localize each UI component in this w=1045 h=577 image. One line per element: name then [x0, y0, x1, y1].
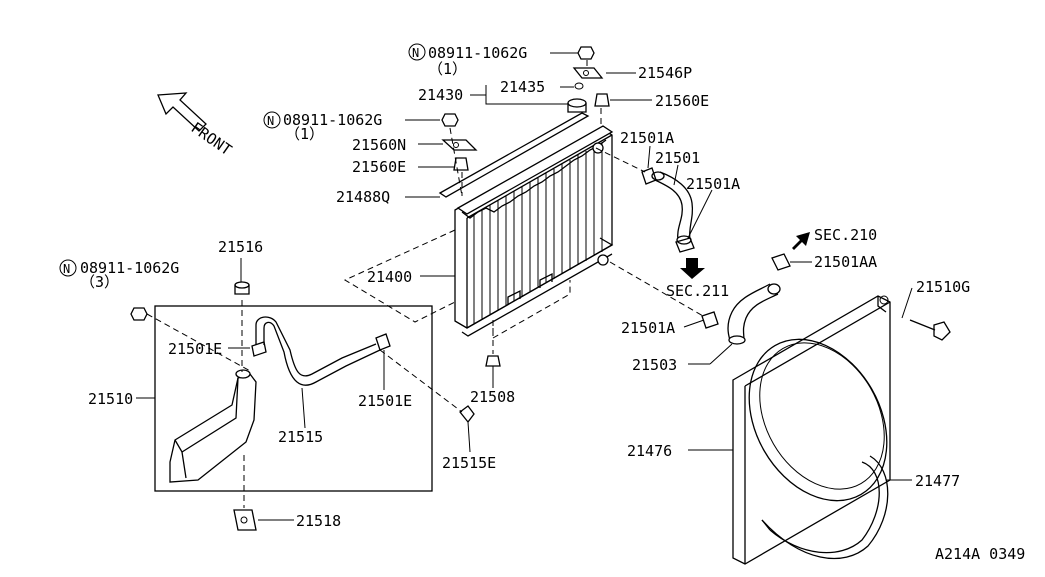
clamp-21501a-lower — [675, 237, 695, 253]
label-08911-left-qty: （3） — [80, 273, 119, 291]
label-21501: 21501 — [655, 149, 700, 167]
cap-21516 — [234, 281, 250, 295]
shroud-lower-21477 — [761, 455, 889, 560]
label-sec210: SEC.210 — [814, 226, 877, 244]
label-21501e-2: 21501E — [358, 392, 412, 410]
nut-08911-top — [577, 46, 595, 60]
label-21515: 21515 — [278, 428, 323, 446]
n-mark-mid: N — [267, 114, 274, 128]
radiator-core — [454, 98, 614, 337]
label-21560n: 21560N — [352, 136, 406, 154]
arrow-sec210-icon — [792, 232, 810, 250]
bushing-21560e-top — [594, 93, 610, 107]
label-21501e-1: 21501E — [168, 340, 222, 358]
label-21560e-mid: 21560E — [352, 158, 406, 176]
label-sec211: SEC.211 — [666, 282, 729, 300]
bracket-21546p — [572, 67, 604, 79]
n-mark-icon — [59, 43, 426, 277]
label-21515e: 21515E — [442, 454, 496, 472]
label-08911-mid: 08911-1062G — [283, 111, 382, 129]
label-21516: 21516 — [218, 238, 263, 256]
label-21503: 21503 — [632, 356, 677, 374]
label-21501a-3: 21501A — [621, 319, 675, 337]
nut-08911-mid — [441, 113, 459, 127]
arrow-sec211-icon — [680, 258, 705, 279]
label-21546p: 21546P — [638, 64, 692, 82]
label-21477: 21477 — [915, 472, 960, 490]
label-21560e-top: 21560E — [655, 92, 709, 110]
label-08911-mid-qty: （1） — [285, 125, 324, 143]
bracket-21518 — [233, 509, 257, 531]
figure-code: A214A 0349 — [935, 545, 1025, 563]
clip-21515e — [459, 405, 475, 424]
label-08911-top-qty: （1） — [428, 60, 467, 78]
bolt-21510g — [909, 319, 951, 341]
mount-21508 — [485, 355, 501, 367]
label-21501a-2: 21501A — [686, 175, 740, 193]
hose-21515 — [255, 316, 381, 386]
leader-lines — [136, 52, 913, 521]
n-mark-top: N — [412, 46, 419, 60]
n-mark-left: N — [63, 262, 70, 276]
assembly-lines — [146, 60, 704, 508]
label-21510g: 21510G — [916, 278, 970, 296]
front-arrow-icon — [157, 92, 207, 132]
lower-hose-21503 — [727, 283, 781, 345]
bushing-21560e-mid — [453, 157, 469, 171]
fan-shroud-21476 — [732, 295, 891, 565]
label-21501aa: 21501AA — [814, 253, 877, 271]
reservoir-tank-21510 — [169, 369, 257, 483]
clamp-21501a-upper — [641, 167, 657, 185]
label-21430: 21430 — [418, 86, 463, 104]
label-21400: 21400 — [367, 268, 412, 286]
clamp-21501e-hose — [375, 333, 391, 351]
label-08911-left: 08911-1062G — [80, 259, 179, 277]
label-21518: 21518 — [296, 512, 341, 530]
front-label: FRONT — [188, 119, 235, 160]
label-21510: 21510 — [88, 390, 133, 408]
bracket-21560n — [441, 139, 478, 151]
clamp-21501a-lowerhose — [701, 311, 719, 329]
label-08911-top: 08911-1062G — [428, 44, 527, 62]
clamp-21501e-tank — [251, 341, 267, 357]
label-21501a-1: 21501A — [620, 129, 674, 147]
label-21476: 21476 — [627, 442, 672, 460]
label-21435: 21435 — [500, 78, 545, 96]
label-21508: 21508 — [470, 388, 515, 406]
nut-08911-left — [130, 307, 148, 321]
seal-strip-21488q — [405, 112, 590, 198]
oring-21435 — [574, 82, 584, 90]
label-21488q: 21488Q — [336, 188, 390, 206]
clamp-21501aa — [771, 253, 791, 271]
